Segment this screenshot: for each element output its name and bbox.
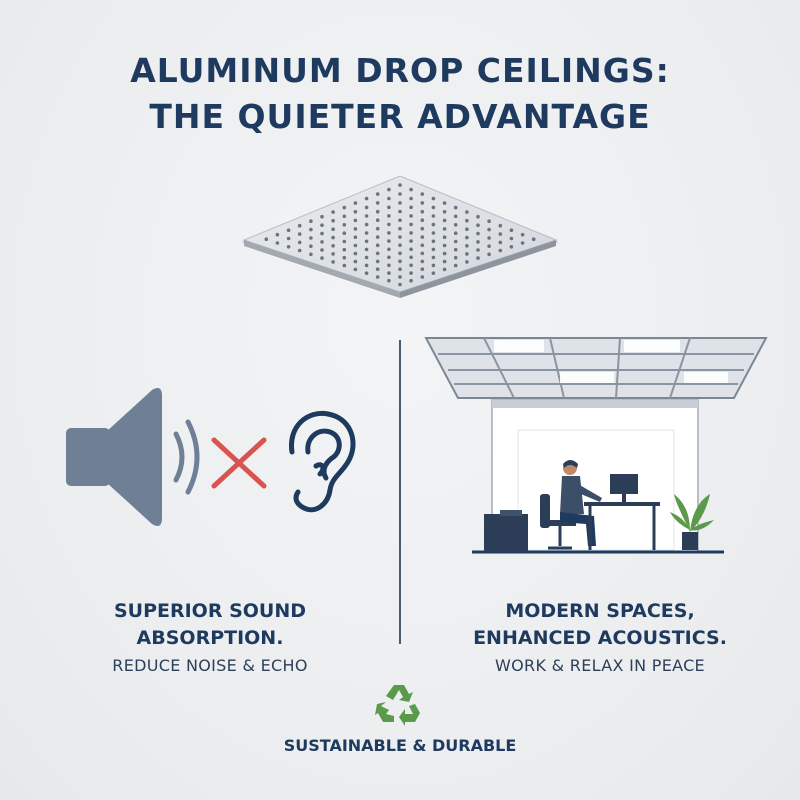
right-caption: MODERN SPACES, ENHANCED ACOUSTICS. WORK … bbox=[440, 598, 760, 680]
footer-label: SUSTAINABLE & DURABLE bbox=[283, 736, 517, 755]
recycle-icon bbox=[375, 682, 423, 726]
right-heading-line-2: ENHANCED ACOUSTICS. bbox=[473, 627, 727, 649]
sound-absorption-illustration bbox=[60, 382, 360, 532]
cross-icon bbox=[211, 437, 267, 489]
sound-waves-icon bbox=[173, 419, 200, 495]
office-scene-icon bbox=[424, 334, 768, 556]
left-caption: SUPERIOR SOUND ABSORPTION. REDUCE NOISE … bbox=[60, 598, 360, 680]
left-subtext: REDUCE NOISE & ECHO bbox=[112, 656, 308, 675]
ear-icon bbox=[289, 410, 356, 513]
ceiling-tile-icon bbox=[240, 175, 560, 300]
center-divider bbox=[399, 340, 401, 644]
left-heading-line-2: ABSORPTION. bbox=[136, 627, 284, 649]
right-subtext: WORK & RELAX IN PEACE bbox=[495, 656, 705, 675]
title-line-1: ALUMINUM DROP CEILINGS: bbox=[130, 51, 670, 90]
title-line-2: THE QUIETER ADVANTAGE bbox=[149, 97, 651, 136]
left-heading-line-1: SUPERIOR SOUND bbox=[113, 600, 307, 622]
right-heading-line-1: MODERN SPACES, bbox=[505, 600, 695, 622]
speaker-icon bbox=[66, 388, 162, 526]
page-title: ALUMINUM DROP CEILINGS: THE QUIETER ADVA… bbox=[0, 48, 800, 140]
